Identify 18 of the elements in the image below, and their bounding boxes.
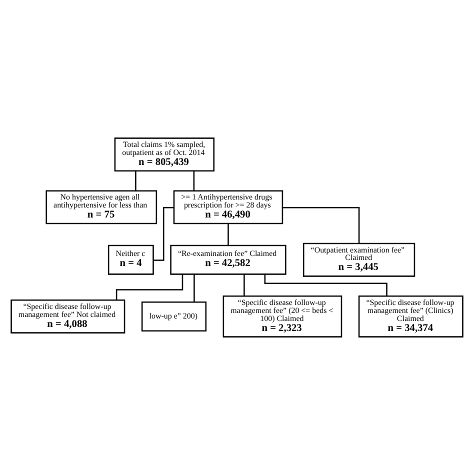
node-box: “Specific disease follow-up management fee” (20 <= beds < 100) Claimed n = 2,323 <box>222 295 342 337</box>
node-box: “Specific disease follow-up management fee” (Clinics) Claimed n = 34,374 <box>358 295 464 337</box>
node-box: “Re-examination fee” Claimed n = 42,582 <box>170 244 286 274</box>
connector <box>193 170 195 190</box>
node-box: low-up e” 200) <box>141 300 207 331</box>
connector <box>244 274 245 296</box>
node-box: “Outpatient examination fee” Claimed n = 3,445 <box>302 242 416 276</box>
node-box: No hypertensive agen all antihypertensive for less than n = 75 <box>46 190 158 224</box>
node-box: >= 1 Antihypertensive drugs prescription for >= 28 days n = 46,490 <box>173 190 284 224</box>
node-box: Total claims 1% sampled, outpatient as of Oct. 2014 n = 805,439 <box>114 137 214 172</box>
connector <box>282 206 360 243</box>
connector <box>228 223 229 245</box>
connector <box>116 274 184 300</box>
node-box: Neither c n = 4 <box>108 244 154 274</box>
connector <box>153 206 174 260</box>
node-box: “Specific disease follow-up management fee” Not claimed n = 4,088 <box>10 298 126 333</box>
connector <box>135 170 136 190</box>
connector <box>194 274 195 302</box>
